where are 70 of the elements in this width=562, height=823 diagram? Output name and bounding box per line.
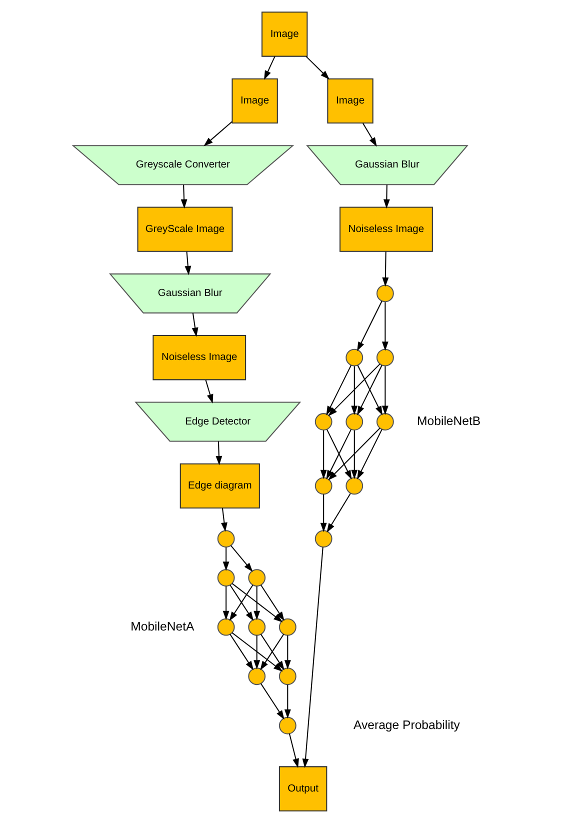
node-circle [345, 413, 363, 430]
arrow [215, 441, 222, 466]
arrow [328, 364, 380, 416]
arrow [362, 123, 376, 147]
arrow [204, 380, 213, 404]
node-circle [314, 413, 332, 430]
node-box: Image [260, 12, 308, 57]
arrow [326, 493, 350, 533]
arrow [381, 302, 388, 351]
arrow [231, 632, 282, 672]
node-circle [278, 668, 296, 686]
arrow [382, 184, 390, 209]
arrow [222, 586, 229, 620]
node-circle [248, 668, 266, 686]
arrow [222, 547, 229, 571]
arrow [260, 634, 284, 670]
arrow [260, 683, 284, 720]
node-circle [376, 413, 394, 430]
node-circle [248, 618, 266, 636]
arrow [191, 313, 198, 337]
label: Average Probability [353, 718, 460, 732]
arrow [356, 365, 382, 416]
node-circle [216, 530, 234, 548]
label: MobileNetA [130, 619, 194, 634]
node-box: Edge diagram [179, 463, 260, 509]
arrow [320, 430, 326, 480]
node-box: Output [278, 766, 327, 812]
label: MobileNetB [416, 414, 480, 428]
node-box: GreyScale Image [136, 206, 232, 252]
node-circle [345, 348, 363, 366]
arrow [231, 583, 282, 622]
arrow [302, 547, 323, 768]
arrow [350, 430, 358, 480]
arrow [350, 366, 358, 415]
arrow [264, 56, 275, 80]
node-circle [278, 716, 296, 734]
arrow [253, 586, 260, 620]
arrow [284, 684, 290, 719]
arrow [326, 429, 352, 480]
node-box: Image [231, 78, 278, 124]
arrow [253, 635, 260, 670]
arrow [381, 366, 388, 415]
arrow [260, 584, 284, 622]
arrow [320, 494, 326, 532]
arrow [305, 56, 330, 80]
node-box: Noiseless Image [339, 206, 432, 252]
node-circle [278, 618, 296, 636]
arrow [203, 121, 232, 146]
arrow [229, 634, 254, 670]
node-circle [314, 477, 332, 495]
arrow [356, 300, 382, 352]
arrow [382, 252, 388, 287]
node-box: Image [326, 78, 373, 124]
arrow [288, 734, 298, 768]
node-circle [376, 284, 394, 302]
arrow [184, 252, 191, 276]
node-circle [216, 569, 234, 587]
node-circle [248, 569, 266, 587]
arrow [230, 545, 252, 572]
node-circle [345, 477, 363, 495]
arrow [328, 428, 380, 480]
node-box: Noiseless Image [152, 335, 246, 380]
arrow [284, 635, 290, 670]
node-circle [314, 530, 332, 548]
arrow [326, 365, 352, 416]
node-circle [376, 348, 394, 366]
arrow [356, 429, 382, 480]
node-circle [216, 618, 234, 636]
arrow [220, 508, 227, 532]
arrow [180, 184, 187, 209]
